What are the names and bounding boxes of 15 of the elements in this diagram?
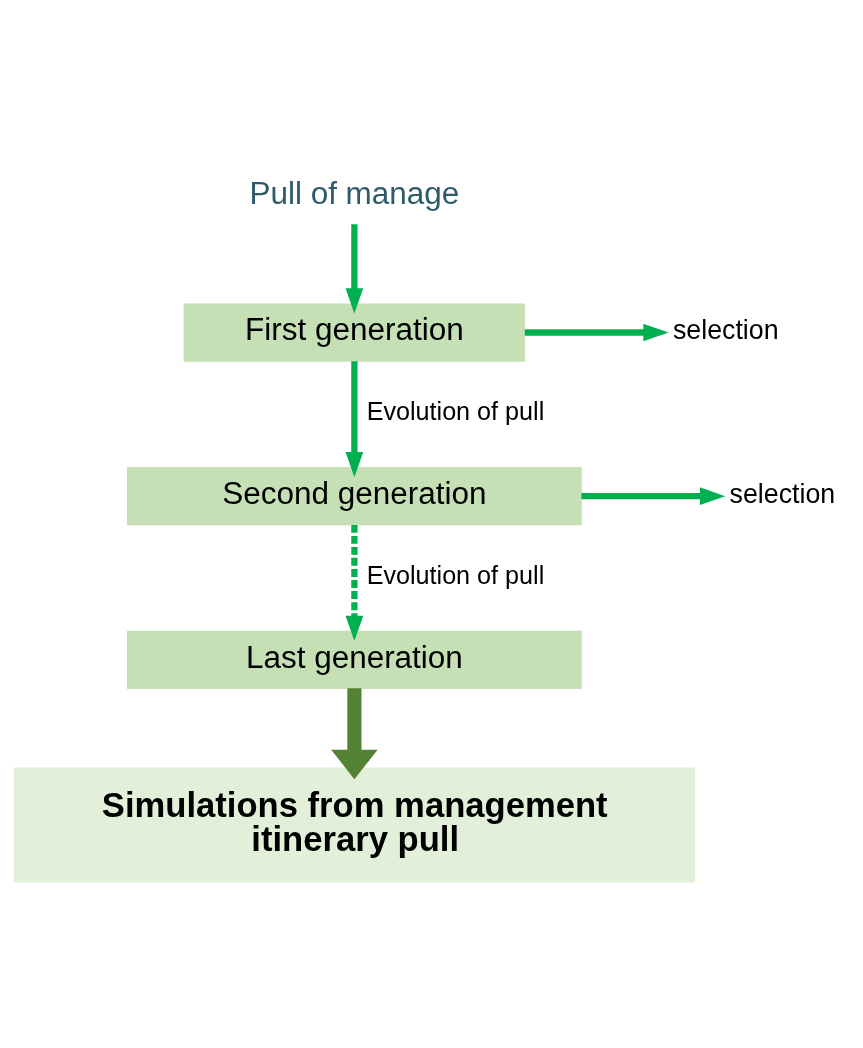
arrow: [345, 524, 364, 641]
edge-label: Evolution of pull: [366, 396, 545, 425]
node-box: Simulations from management itinerary pull: [13, 767, 696, 882]
node-box: Last generation: [127, 630, 582, 689]
node-text: selection: [672, 314, 779, 345]
arrow: [345, 360, 364, 477]
arrow: [524, 323, 669, 341]
node-text: selection: [729, 478, 836, 509]
node-box: Second generation: [127, 466, 582, 525]
edge-label: Evolution of pull: [366, 560, 545, 589]
arrow: [581, 486, 726, 505]
arrow: [345, 223, 364, 313]
node-box: First generation: [183, 302, 526, 362]
arrow: [331, 687, 378, 779]
node-text: Pull of manage: [249, 174, 460, 210]
